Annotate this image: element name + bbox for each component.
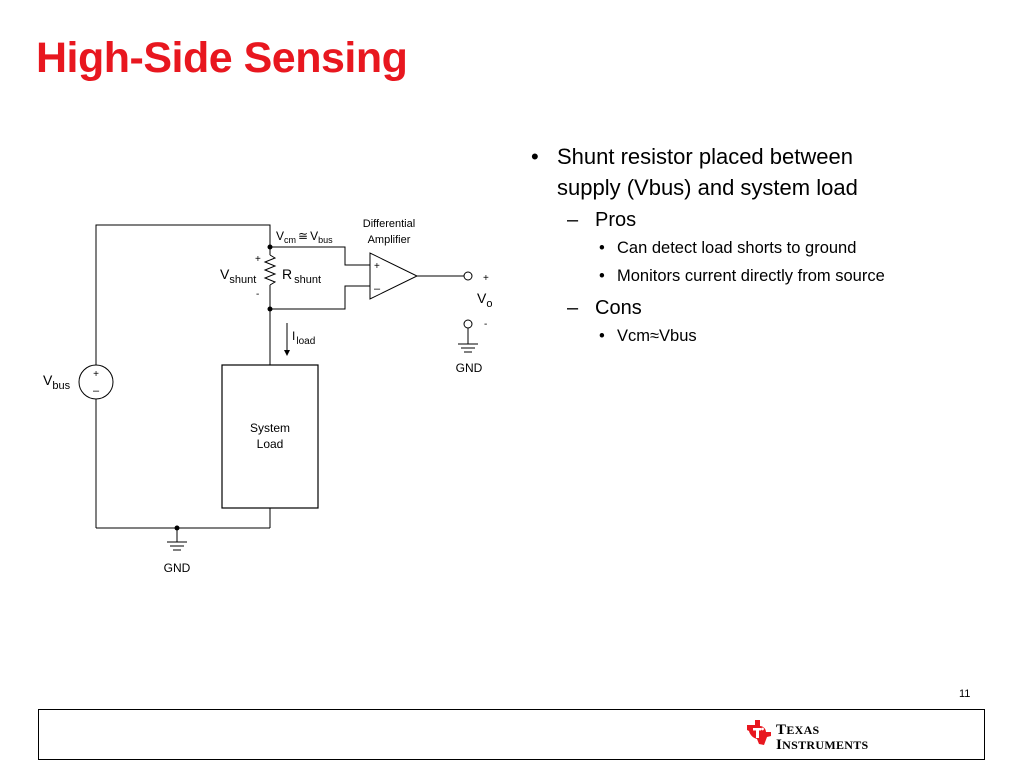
wire-vbus-to-shunt bbox=[95, 224, 271, 365]
amp-plus-sign: + bbox=[374, 261, 380, 272]
system-load-box bbox=[221, 364, 319, 509]
pros-item-text: Can detect load shorts to ground bbox=[617, 239, 857, 257]
gnd-label-bottom: GND bbox=[164, 561, 191, 575]
logo-text-line1: TEXAS bbox=[776, 722, 820, 738]
bullet-main-line2: supply (Vbus) and system load bbox=[557, 175, 858, 200]
vbus-label: Vbus bbox=[43, 372, 71, 392]
bullet-pros: – Pros bbox=[559, 207, 1001, 233]
node-dot-bottom bbox=[267, 306, 273, 312]
shunt-plus-sign: + bbox=[255, 254, 261, 265]
cons-item-text: Vcm≈Vbus bbox=[617, 327, 697, 345]
texas-instruments-logo-icon bbox=[747, 720, 771, 745]
bullet-main: • Shunt resistor placed between supply (… bbox=[531, 141, 1001, 203]
bullet-marker: • bbox=[531, 144, 539, 169]
bullet-list: • Shunt resistor placed between supply (… bbox=[531, 141, 1001, 349]
bullet-cons: – Cons bbox=[559, 295, 1001, 321]
node-dot-ground bbox=[174, 525, 180, 531]
ground-symbol-right bbox=[458, 343, 478, 353]
bullet-marker: • bbox=[599, 327, 605, 345]
pros-item: • Can detect load shorts to ground bbox=[597, 235, 1001, 261]
cons-item: • Vcm≈Vbus bbox=[597, 323, 1001, 349]
out-plus-sign: + bbox=[483, 273, 489, 284]
pros-label: Pros bbox=[595, 209, 637, 231]
vshunt-label: Vshunt bbox=[220, 266, 256, 286]
iload-label: Iload bbox=[292, 329, 315, 347]
vo-label: Vo bbox=[477, 290, 492, 310]
amp-label-line2: Amplifier bbox=[368, 234, 411, 246]
dash-marker: – bbox=[567, 297, 579, 319]
pros-item-text: Monitors current directly from source bbox=[617, 267, 885, 285]
amp-minus-sign: – bbox=[374, 283, 381, 295]
vbus-source-symbol bbox=[78, 364, 114, 400]
load-label-line1: System bbox=[250, 421, 290, 435]
gnd-label-right: GND bbox=[456, 361, 483, 375]
output-terminal bbox=[463, 271, 473, 281]
bullet-main-line1: Shunt resistor placed between bbox=[557, 144, 853, 169]
page-number: 11 bbox=[959, 688, 971, 700]
shunt-minus-sign: - bbox=[256, 289, 259, 300]
vcm-label: Vcm≅Vbus bbox=[276, 229, 333, 245]
output-minus-terminal bbox=[463, 319, 473, 329]
ground-symbol-bottom bbox=[167, 541, 187, 551]
cons-label: Cons bbox=[595, 297, 642, 319]
node-dot-top bbox=[267, 244, 273, 250]
bullet-marker: • bbox=[599, 267, 605, 285]
pros-item: • Monitors current directly from source bbox=[597, 263, 1001, 289]
amplifier-triangle bbox=[369, 252, 419, 300]
shunt-resistor-symbol bbox=[263, 254, 277, 286]
bullet-marker: • bbox=[599, 239, 605, 257]
amp-label-line1: Differential bbox=[363, 218, 415, 230]
wire-to-amp-minus bbox=[270, 285, 370, 310]
load-label-line2: Load bbox=[257, 437, 284, 451]
logo-text-line2: INSTRUMENTS bbox=[776, 737, 869, 753]
dash-marker: – bbox=[567, 209, 579, 231]
source-plus-sign: + bbox=[93, 369, 99, 380]
out-minus-sign: - bbox=[484, 319, 487, 330]
slide-title: High-Side Sensing bbox=[36, 34, 408, 82]
iload-arrow-head bbox=[284, 350, 290, 356]
footer-bar bbox=[38, 709, 985, 760]
source-minus-sign: – bbox=[93, 385, 100, 397]
wire-to-amp-plus bbox=[270, 246, 370, 266]
